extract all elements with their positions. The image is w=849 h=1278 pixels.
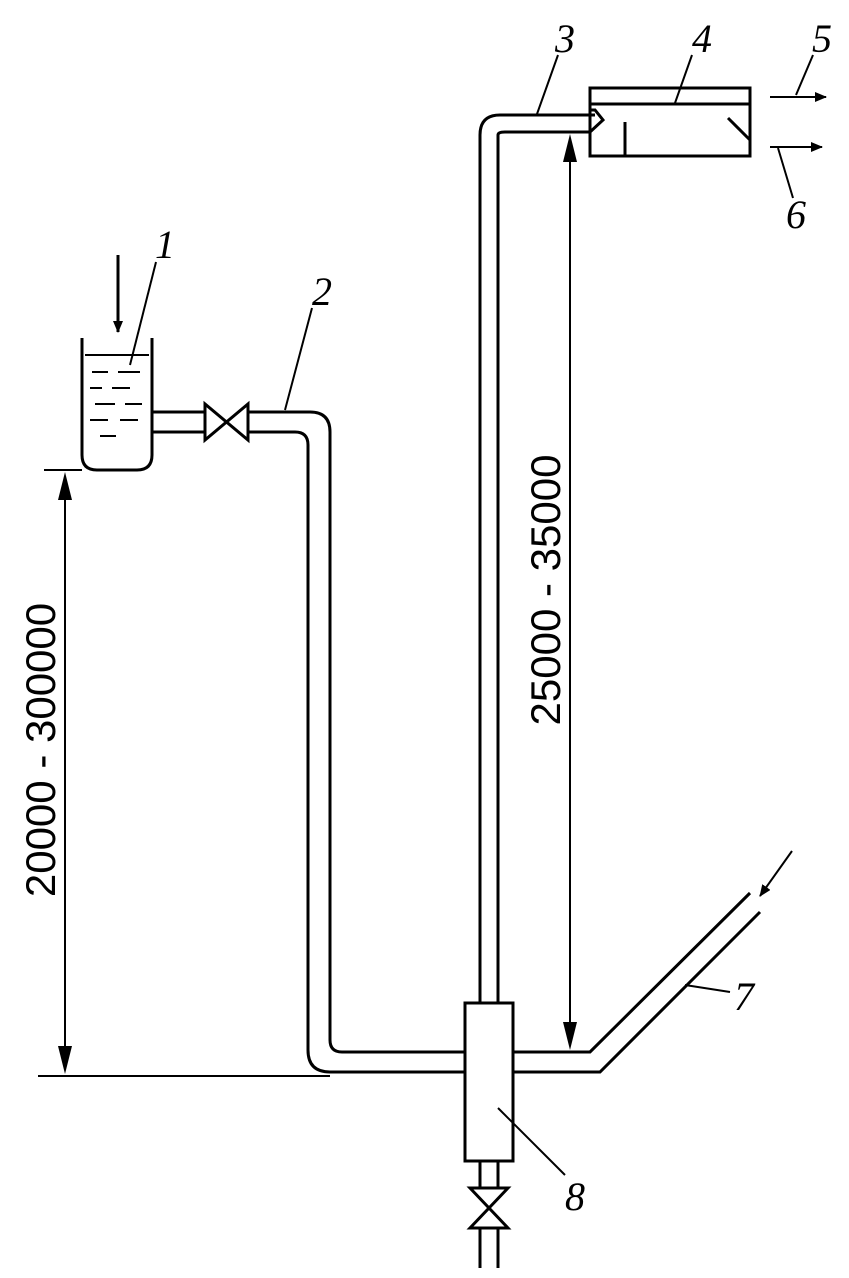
callout-5: 5 (812, 16, 832, 61)
feed-tank (80, 338, 154, 472)
leader-lines (129, 54, 814, 1176)
mixer-8 (463, 1001, 515, 1163)
dimension-right-label: 25000 - 35000 (522, 455, 569, 726)
callout-6: 6 (786, 192, 806, 237)
callout-3: 3 (554, 16, 575, 61)
dimension-left-label: 20000 - 300000 (17, 603, 64, 897)
callout-2: 2 (312, 269, 332, 314)
bottom-outlet (466, 1161, 512, 1268)
pipe-2 (152, 410, 465, 1074)
valve-icon (203, 400, 250, 444)
riser-pipe-3 (478, 108, 606, 1003)
separator-4 (588, 86, 752, 158)
callout-4: 4 (692, 16, 712, 61)
inlet-7-arrow (759, 850, 793, 897)
pipe-7 (513, 891, 762, 1074)
callout-1: 1 (155, 222, 175, 267)
dimension-left (38, 469, 330, 1077)
callout-8: 8 (565, 1174, 585, 1219)
callout-7: 7 (734, 974, 756, 1019)
dimension-right (563, 134, 577, 1050)
